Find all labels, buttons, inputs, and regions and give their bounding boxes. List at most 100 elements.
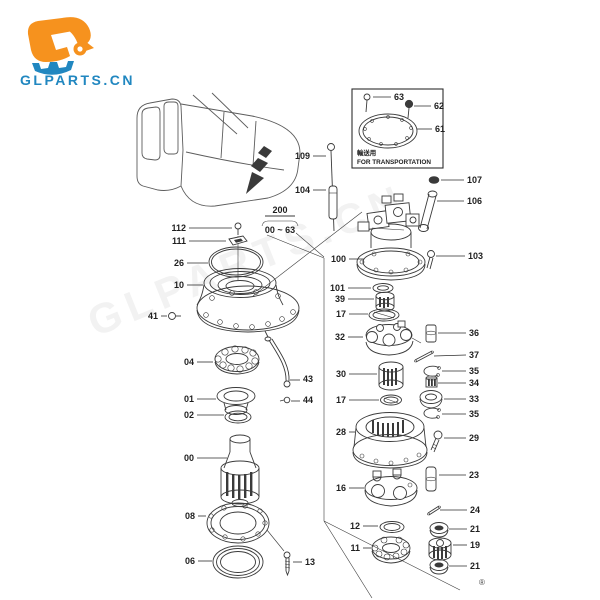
callout-29: 29 [444,433,479,443]
part-28-ring-gear [352,412,428,469]
part-32-carrier-1 [365,320,422,356]
callout-104: 104 [295,185,326,195]
registered-mark: ® [479,578,485,587]
callout-21: 21 [449,524,480,534]
part-21-bushing-upper [429,522,449,538]
callout-100: 100 [331,254,364,264]
part-number-label: 24 [470,505,480,515]
callout-106: 106 [437,196,482,206]
callout-32: 32 [335,332,363,342]
callout-33: 33 [444,394,479,404]
part-19-roller [428,537,452,561]
part-23-pin [425,466,437,492]
callout-24: 24 [440,505,480,515]
part-number-label: 112 [171,223,186,233]
callout-30: 30 [336,369,377,379]
part-01-seal-carrier [216,387,256,415]
part-17-thrust-plate-lower [380,394,402,406]
part-number-label: 00 [184,453,194,463]
part-number-label: 106 [467,196,482,206]
assembly-lines [252,211,461,599]
part-37-pin [414,350,434,363]
callout-12: 12 [350,521,378,531]
part-34-bushing [425,375,438,388]
part-35-snap-ring-upper [423,365,441,377]
part-number-label: 34 [469,378,479,388]
callout-23: 23 [439,470,479,480]
callout-41: 41 [148,311,167,321]
part-number-label: 35 [469,409,479,419]
part-number-label: 17 [336,309,346,319]
transport-box: 輸送用 FOR TRANSPORTATION [351,88,444,169]
part-62-bolt [404,99,414,119]
callout-111: 111 [172,236,226,246]
part-number-label: 21 [470,524,480,534]
callout-107: 107 [441,175,482,185]
part-number-label: 111 [172,236,186,246]
part-103-bolt [426,250,435,270]
part-number-label: 43 [303,374,313,384]
part-08-flange-plate [206,502,285,552]
callout-39: 39 [335,294,374,304]
part-number-label: 101 [330,283,345,293]
part-number-label: 01 [184,394,194,404]
part-63-bolt [363,93,371,113]
part-36-pin [425,324,437,343]
part-number-label: 13 [305,557,315,567]
callout-109: 109 [295,151,326,161]
transport-label-en: FOR TRANSPORTATION [357,159,431,166]
part-00-pinion-shaft [220,434,260,507]
part-107-cap [428,176,440,184]
excavator-logo-icon [27,17,94,75]
part-24-pin [427,505,441,516]
callout-17: 17 [336,395,379,405]
part-number-label: 100 [331,254,346,264]
callout-44: 44 [291,395,313,405]
part-number-label: 41 [148,311,158,321]
callout-02: 02 [184,410,224,420]
part-100-swing-motor [356,193,426,281]
part-02-ring [224,410,252,424]
callout-61: 61 [417,124,445,134]
group-label: 200 00 ~ 63 [261,205,299,235]
part-number-label: 16 [336,483,346,493]
callout-36: 36 [438,328,479,338]
part-29-bolt [430,430,443,453]
callout-00: 00 [184,453,227,463]
part-number-label: 35 [469,366,479,376]
part-number-label: 104 [295,185,310,195]
callout-37: 37 [433,350,479,360]
callout-63: 63 [373,92,404,102]
part-106-pipe [418,190,438,232]
part-13-bolt [283,551,291,577]
part-104-pipe [328,185,338,220]
callout-19: 19 [453,540,480,550]
part-number-label: 36 [469,328,479,338]
brand-logo-text: GLPARTS.CN [20,72,135,88]
part-10-gear-case [196,268,300,342]
callout-17: 17 [336,309,368,319]
part-number-label: 04 [184,357,194,367]
part-35-snap-ring-lower [423,407,441,419]
part-06-seal [212,545,264,579]
callout-01: 01 [184,394,216,404]
part-number-label: 61 [435,124,445,134]
part-number-label: 32 [335,332,345,342]
part-number-label: 28 [336,427,346,437]
part-number-label: 21 [470,561,480,571]
part-number-label: 103 [468,251,483,261]
callout-21: 21 [449,561,480,571]
part-44-bolt [279,396,291,404]
part-39-coupling [375,291,395,312]
part-number-label: 63 [394,92,404,102]
callout-35: 35 [442,366,479,376]
part-number-label: 44 [303,395,313,405]
part-12-shim [379,521,405,533]
excavator-sketch [136,92,301,207]
callout-04: 04 [184,357,213,367]
part-number-label: 17 [336,395,346,405]
part-26-oring [208,246,264,278]
part-11-bearing [371,536,411,564]
part-number-label: 30 [336,369,346,379]
callout-112: 112 [171,223,232,233]
